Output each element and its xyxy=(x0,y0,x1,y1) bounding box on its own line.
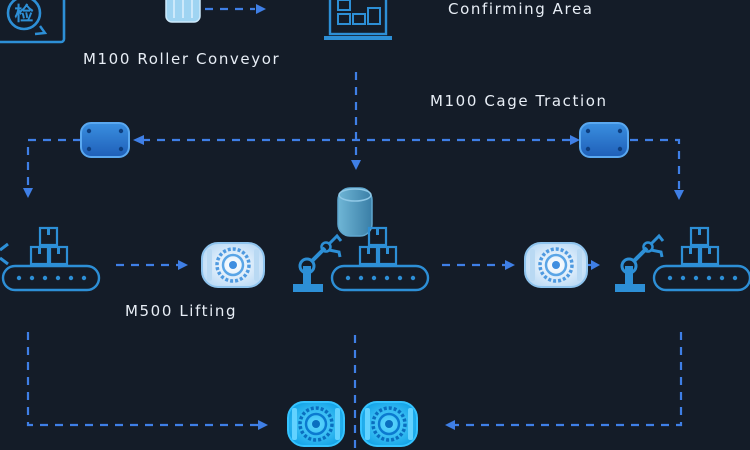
conveyor-with-boxes-right-icon xyxy=(652,226,750,292)
flow-lines xyxy=(23,4,684,450)
cage-traction-pad-left-icon xyxy=(80,122,130,158)
label-cage-traction: M100 Cage Traction xyxy=(430,92,608,110)
label-roller-conveyor: M100 Roller Conveyor xyxy=(83,50,281,68)
inspection-stamp-glyph: 检 xyxy=(14,2,33,25)
conveyor-with-boxes-center-icon xyxy=(330,226,430,292)
roller-disk-left-icon xyxy=(200,241,266,289)
lift-cylinder-icon xyxy=(337,187,373,237)
warehouse-building-icon xyxy=(324,0,392,40)
conveyor-with-boxes-left-icon xyxy=(0,226,101,292)
top-cylinder-icon xyxy=(165,0,201,23)
cage-traction-pad-right-icon xyxy=(579,122,629,158)
label-lifting: M500 Lifting xyxy=(125,302,238,320)
roller-disk-bottom-left-icon xyxy=(286,400,346,448)
label-confirming-area: Confirming Area xyxy=(448,0,594,18)
roller-disk-right-icon xyxy=(523,241,589,289)
inspection-stamp-icon: 检 xyxy=(0,0,66,44)
roller-disk-bottom-right-icon xyxy=(359,400,419,448)
